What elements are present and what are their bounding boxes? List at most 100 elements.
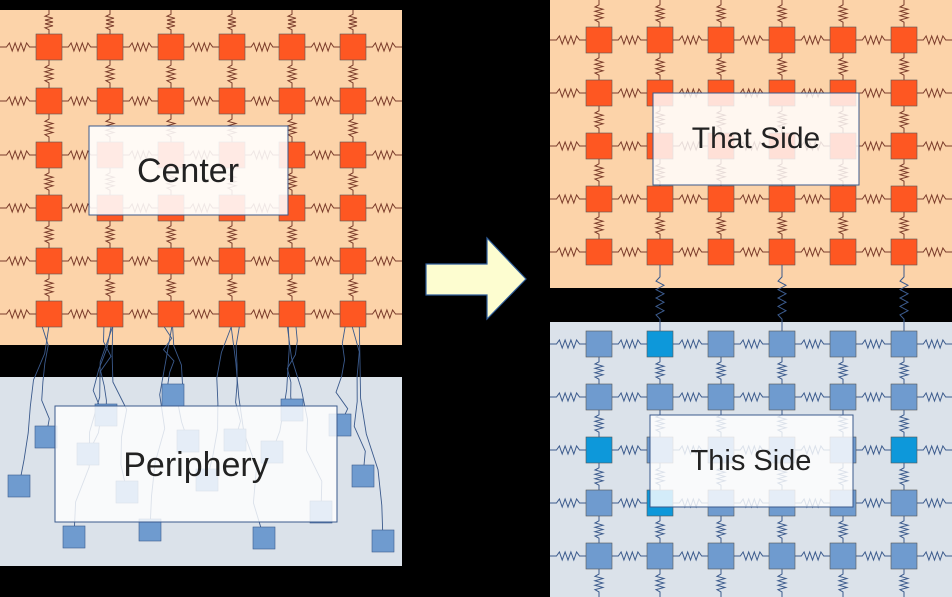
node [35,194,63,222]
spring [898,410,910,437]
spring [898,159,910,186]
spring [593,516,605,543]
bridge-springs [654,265,910,331]
node [890,542,918,570]
spring [593,463,605,490]
spring [856,497,891,509]
spring [550,140,586,152]
spring [856,338,891,350]
node [278,300,306,328]
spring [43,274,55,301]
spring [286,10,297,34]
spring [917,550,952,562]
spring [347,221,359,248]
spring [673,391,708,403]
spring [715,212,727,239]
spring [305,308,340,320]
spring [366,95,402,107]
spring [917,391,952,403]
spring [898,106,910,133]
node [646,383,674,411]
spring [286,60,298,88]
spring [654,212,666,239]
node [707,383,735,411]
spring [593,106,605,133]
spring [612,497,647,509]
spring [0,95,36,107]
transition-arrow [425,236,527,321]
spring [104,221,116,248]
spring [917,140,952,152]
node [35,33,63,61]
spring [734,391,769,403]
spring [856,246,891,258]
spring [837,212,849,239]
spring [673,193,708,205]
node [339,141,367,169]
node [339,247,367,275]
node [768,383,796,411]
spring [715,53,727,80]
node [96,247,124,275]
spring [245,308,279,320]
node [339,87,367,115]
spring [286,168,298,195]
spring [734,338,769,350]
node [646,330,674,358]
spring [837,53,849,80]
this-side-label: This Side [691,445,812,477]
spring [898,569,910,597]
spring [550,550,586,562]
node [890,238,918,266]
periphery-label-box [54,405,338,523]
spring [165,274,177,301]
spring [917,87,952,99]
spring [612,87,647,99]
node [829,26,857,54]
spring [286,114,298,142]
spring [0,255,36,267]
spring [62,95,97,107]
spring [62,41,97,53]
spring [43,10,54,34]
spring [795,193,830,205]
spring [305,202,340,214]
spring [550,87,586,99]
node [585,489,613,517]
periphery-node [371,529,395,553]
spring [550,193,586,205]
spring [226,10,237,34]
spring [837,357,849,384]
spring [715,569,727,597]
spring [715,516,727,543]
bridge-spring [776,265,788,331]
spring [917,246,952,258]
node [646,542,674,570]
spring [347,114,359,142]
node [829,383,857,411]
spring [347,10,358,34]
node [890,79,918,107]
spring [612,391,647,403]
spring [550,444,586,456]
spring [593,0,605,27]
spring [0,202,36,214]
node [768,238,796,266]
spring [62,308,97,320]
spring [43,114,55,142]
spring [856,140,891,152]
node [35,141,63,169]
spring [654,516,666,543]
node [646,26,674,54]
spring [795,338,830,350]
node [157,33,185,61]
node [35,247,63,275]
node [96,300,124,328]
spring [856,550,891,562]
periphery-node [252,526,276,550]
spring [612,550,647,562]
spring [654,53,666,80]
spring [795,391,830,403]
spring [776,516,788,543]
spring [366,41,402,53]
